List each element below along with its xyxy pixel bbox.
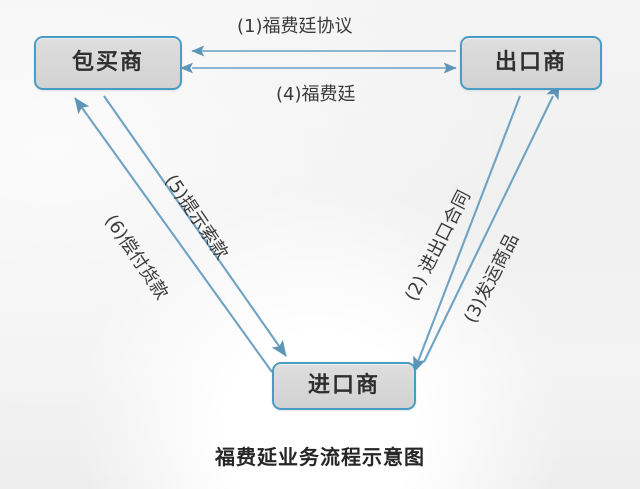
diagram-caption: 福费延业务流程示意图 [215,445,425,469]
node-exporter[interactable]: 出口商 [460,36,602,90]
connector-edge-2 [413,95,521,373]
node-importer-label: 进口商 [307,373,380,398]
node-forfaiter-label: 包买商 [71,50,144,75]
node-importer[interactable]: 进口商 [272,362,416,410]
node-exporter-label: 出口商 [494,50,567,75]
connector-edge-5 [103,95,287,357]
connector-edge-3 [423,82,560,363]
edge-label-1: (1)福费廷协议 [237,16,353,37]
edge-label-4: (4)福费廷 [276,84,356,105]
node-forfaiter[interactable]: 包买商 [34,36,182,90]
connector-edge-6 [74,97,273,373]
